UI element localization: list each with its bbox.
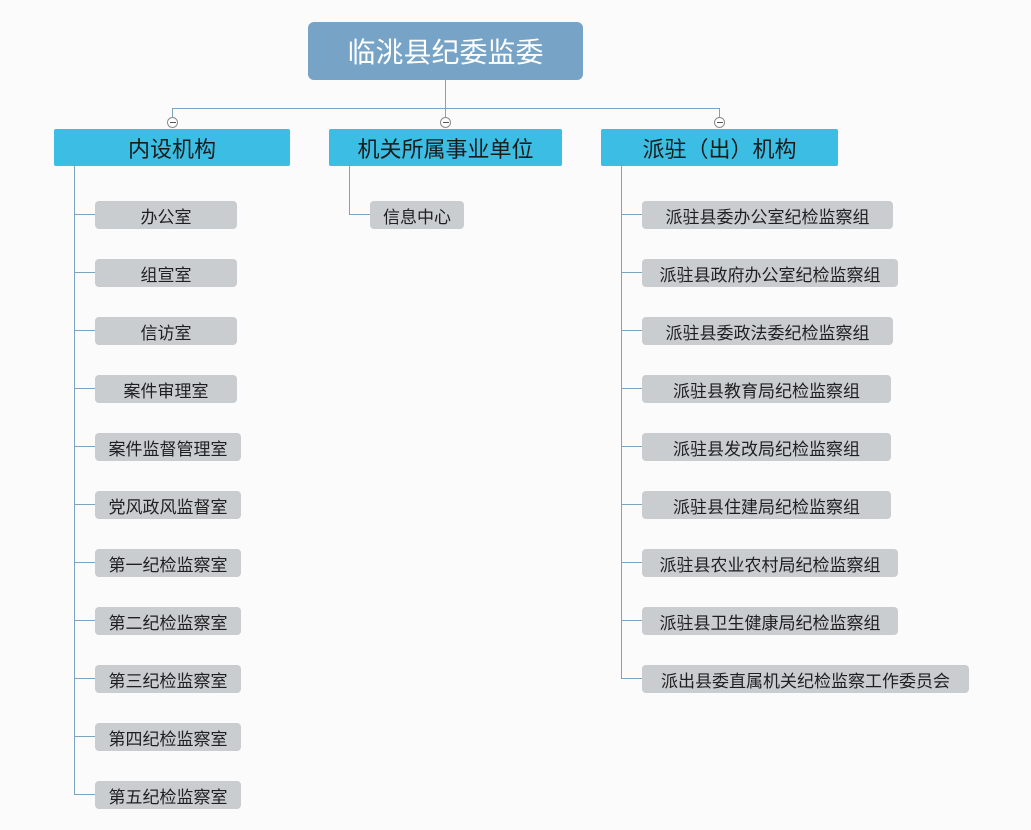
leaf-node[interactable]: 派驻县住建局纪检监察组 — [642, 491, 891, 519]
cat-2-trunk — [349, 166, 350, 214]
leaf-node[interactable]: 派驻县委政法委纪检监察组 — [642, 317, 893, 345]
branch-connector — [621, 620, 642, 621]
category-internal-units[interactable]: 内设机构 — [54, 129, 290, 166]
leaf-node[interactable]: 党风政风监督室 — [95, 491, 241, 519]
category-affiliated-units[interactable]: 机关所属事业单位 — [329, 129, 562, 166]
leaf-node[interactable]: 派驻县卫生健康局纪检监察组 — [642, 607, 898, 635]
branch-connector — [621, 272, 642, 273]
branch-connector — [621, 330, 642, 331]
connector-to-cat-1 — [172, 108, 173, 117]
category-dispatched-units[interactable]: 派驻（出）机构 — [601, 129, 838, 166]
minus-icon — [442, 122, 449, 123]
leaf-node[interactable]: 派驻县农业农村局纪检监察组 — [642, 549, 898, 577]
cat-1-trunk — [74, 166, 75, 795]
branch-connector — [74, 562, 95, 563]
connector-to-cat-3 — [719, 108, 720, 117]
collapse-toggle-cat-1[interactable] — [167, 117, 178, 128]
collapse-toggle-cat-3[interactable] — [714, 117, 725, 128]
leaf-node[interactable]: 派驻县发改局纪检监察组 — [642, 433, 891, 461]
leaf-node[interactable]: 组宣室 — [95, 259, 237, 287]
org-root-node[interactable]: 临洮县纪委监委 — [308, 22, 583, 80]
branch-connector — [74, 620, 95, 621]
branch-connector — [621, 562, 642, 563]
leaf-node[interactable]: 办公室 — [95, 201, 237, 229]
branch-connector — [74, 330, 95, 331]
minus-icon — [716, 122, 723, 123]
leaf-node[interactable]: 派出县委直属机关纪检监察工作委员会 — [642, 665, 969, 693]
connector-to-cat-2 — [445, 108, 446, 117]
branch-connector — [621, 446, 642, 447]
leaf-node[interactable]: 派驻县教育局纪检监察组 — [642, 375, 891, 403]
leaf-node[interactable]: 派驻县政府办公室纪检监察组 — [642, 259, 898, 287]
collapse-toggle-cat-2[interactable] — [440, 117, 451, 128]
branch-connector — [621, 504, 642, 505]
branch-connector — [621, 678, 642, 679]
branch-connector — [621, 388, 642, 389]
leaf-node[interactable]: 信息中心 — [370, 201, 464, 229]
leaf-node[interactable]: 第三纪检监察室 — [95, 665, 241, 693]
branch-connector — [74, 214, 95, 215]
branch-connector — [74, 736, 95, 737]
branch-connector — [74, 388, 95, 389]
cat-3-trunk — [621, 166, 622, 679]
leaf-node[interactable]: 案件监督管理室 — [95, 433, 241, 461]
leaf-node[interactable]: 第五纪检监察室 — [95, 781, 241, 809]
minus-icon — [169, 122, 176, 123]
leaf-node[interactable]: 派驻县委办公室纪检监察组 — [642, 201, 893, 229]
leaf-node[interactable]: 案件审理室 — [95, 375, 237, 403]
leaf-node[interactable]: 第四纪检监察室 — [95, 723, 241, 751]
leaf-node[interactable]: 信访室 — [95, 317, 237, 345]
leaf-node[interactable]: 第二纪检监察室 — [95, 607, 241, 635]
branch-connector — [74, 794, 95, 795]
branch-connector — [74, 272, 95, 273]
branch-connector — [349, 214, 370, 215]
root-connector-vertical — [445, 80, 446, 117]
leaf-node[interactable]: 第一纪检监察室 — [95, 549, 241, 577]
branch-connector — [74, 446, 95, 447]
branch-connector — [621, 214, 642, 215]
branch-connector — [74, 504, 95, 505]
branch-connector — [74, 678, 95, 679]
